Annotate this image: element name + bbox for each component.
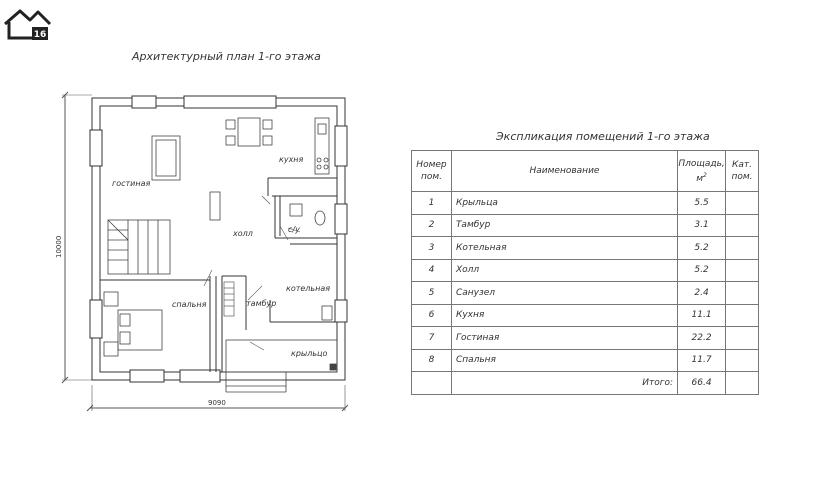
- row-category: [725, 213, 759, 237]
- house-16-logo-icon: 16: [4, 9, 52, 40]
- row-category: [725, 236, 759, 260]
- dimension-height: 10000: [55, 236, 63, 258]
- row-area: 2.4: [677, 281, 727, 305]
- boiler: [321, 305, 333, 321]
- table-row: 6 Кухня 11.1: [411, 303, 759, 327]
- dining-table: [225, 117, 273, 147]
- row-name: Санузел: [450, 281, 679, 305]
- room-label-porch: крыльцо: [291, 349, 328, 358]
- bed: [103, 291, 163, 357]
- wardrobe: [223, 281, 235, 317]
- row-area: 11.7: [677, 348, 727, 372]
- header-number-line1: Номер: [416, 160, 447, 170]
- header-area-line1: Площадь,: [678, 158, 725, 169]
- explication-table: Номер пом. Наименование Площадь, м2 Кат.…: [411, 150, 759, 395]
- row-category: [725, 303, 759, 327]
- row-name: Тамбур: [450, 213, 679, 237]
- row-number: 3: [411, 236, 452, 260]
- porch: [225, 339, 338, 393]
- header-area-line2: м: [696, 173, 704, 184]
- logo-badge: 16: [34, 30, 47, 40]
- row-area: 11.1: [677, 303, 727, 327]
- row-number: 4: [411, 258, 452, 282]
- header-category-line2: пом.: [731, 172, 753, 182]
- total-row: Итого: 66.4: [411, 371, 759, 395]
- row-name: Холл: [450, 258, 679, 282]
- room-label-kitchen: кухня: [279, 155, 304, 164]
- room-label-vestibule: тамбур: [246, 299, 276, 308]
- room-label-boiler: котельная: [286, 284, 330, 293]
- row-area: 3.1: [677, 213, 727, 237]
- row-area: 22.2: [677, 326, 727, 350]
- tv-unit: [209, 191, 221, 221]
- table-row: 1 Крыльца 5.5: [411, 191, 759, 215]
- table-row: 4 Холл 5.2: [411, 258, 759, 282]
- kitchen-counter: [314, 117, 330, 175]
- row-area: 5.5: [677, 191, 727, 215]
- bathroom-fixtures: [289, 203, 326, 226]
- row-name: Кухня: [450, 303, 679, 327]
- table-row: 2 Тамбур 3.1: [411, 213, 759, 237]
- door-swings: [203, 195, 301, 351]
- total-label: Итого:: [450, 371, 679, 395]
- table-row: 3 Котельная 5.2: [411, 236, 759, 260]
- row-category: [725, 258, 759, 282]
- row-category: [725, 348, 759, 372]
- floor-plan: кухня гостиная холл с/у спальня тамбур к…: [55, 91, 349, 412]
- header-category: Кат. пом.: [725, 150, 759, 192]
- interior-walls: [100, 177, 337, 372]
- row-name: Котельная: [450, 236, 679, 260]
- header-number-line2: пом.: [420, 172, 442, 182]
- header-category-line1: Кат.: [732, 160, 753, 170]
- total-empty-cell: [411, 371, 452, 395]
- row-name: Гостиная: [450, 326, 679, 350]
- row-number: 6: [411, 303, 452, 327]
- row-name: Спальня: [450, 348, 679, 372]
- header-name: Наименование: [450, 150, 679, 192]
- table-row: 5 Санузел 2.4: [411, 281, 759, 305]
- row-name: Крыльца: [450, 191, 679, 215]
- total-category-cell: [725, 371, 759, 395]
- row-area: 5.2: [677, 236, 727, 260]
- row-number: 8: [411, 348, 452, 372]
- dimension-width: 9090: [208, 399, 226, 407]
- sofa: [151, 135, 181, 181]
- explication-title: Экспликация помещений 1-го этажа: [496, 130, 710, 143]
- room-label-bathroom: с/у: [288, 225, 300, 234]
- row-number: 7: [411, 326, 452, 350]
- header-area: Площадь, м2: [677, 150, 727, 192]
- staircase: [107, 219, 171, 275]
- row-category: [725, 281, 759, 305]
- room-label-hall: холл: [232, 229, 253, 238]
- row-number: 2: [411, 213, 452, 237]
- row-number: 1: [411, 191, 452, 215]
- windows: [89, 95, 348, 383]
- row-category: [725, 326, 759, 350]
- table-row: 8 Спальня 11.7: [411, 348, 759, 372]
- room-label-bedroom: спальня: [172, 300, 207, 309]
- row-category: [725, 191, 759, 215]
- header-area-sup: 2: [703, 171, 707, 179]
- plan-title: Архитектурный план 1-го этажа: [132, 50, 321, 63]
- room-label-living: гостиная: [112, 179, 150, 188]
- row-area: 5.2: [677, 258, 727, 282]
- row-number: 5: [411, 281, 452, 305]
- header-number: Номер пом.: [411, 150, 452, 192]
- total-value: 66.4: [677, 371, 727, 395]
- table-row: 7 Гостиная 22.2: [411, 326, 759, 350]
